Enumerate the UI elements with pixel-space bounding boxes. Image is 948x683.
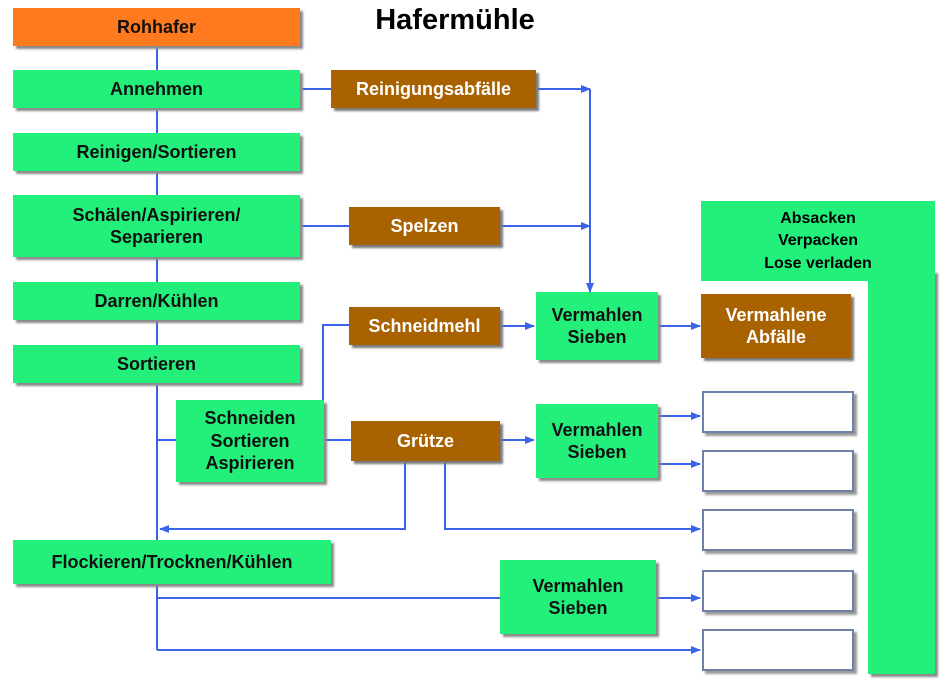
schneidmehl-box: Schneidmehl: [349, 307, 500, 345]
vermahlen-sieben-box-2: Vermahlen Sieben: [536, 404, 658, 478]
output-box-1: [702, 391, 854, 433]
spelzen-box: Spelzen: [349, 207, 500, 245]
annehmen-box: Annehmen: [13, 70, 300, 108]
output-box-2: [702, 450, 854, 492]
flockieren-box: Flockieren/Trocknen/Kühlen: [13, 540, 331, 584]
reinigungsabfaelle-box: Reinigungsabfälle: [331, 70, 536, 108]
schneiden-box: Schneiden Sortieren Aspirieren: [176, 400, 324, 482]
arrow-gruetze-back-spine: [159, 462, 406, 533]
vermahlen-sieben-box-1: Vermahlen Sieben: [536, 292, 658, 360]
output-box-5: [702, 629, 854, 671]
sortieren-box: Sortieren: [13, 345, 300, 383]
gruetze-box: Grütze: [351, 421, 500, 461]
output-box-3: [702, 509, 854, 551]
output-box-4: [702, 570, 854, 612]
absacken-box: Absacken Verpacken Lose verladen: [701, 201, 935, 281]
rohhafer-box: Rohhafer: [13, 8, 300, 46]
vermahlen-sieben-box-3: Vermahlen Sieben: [500, 560, 656, 634]
arrow-gruetze-out3: [444, 462, 701, 533]
line-schneiden-schneidmehl: [322, 324, 349, 400]
vermahlene-abfaelle-box: Vermahlene Abfälle: [701, 294, 851, 358]
absacken-column: [868, 270, 935, 674]
schaelen-box: Schälen/Aspirieren/ Separieren: [13, 195, 300, 257]
page-title: Hafermühle: [375, 4, 535, 36]
darren-box: Darren/Kühlen: [13, 282, 300, 320]
reinigen-box: Reinigen/Sortieren: [13, 133, 300, 171]
